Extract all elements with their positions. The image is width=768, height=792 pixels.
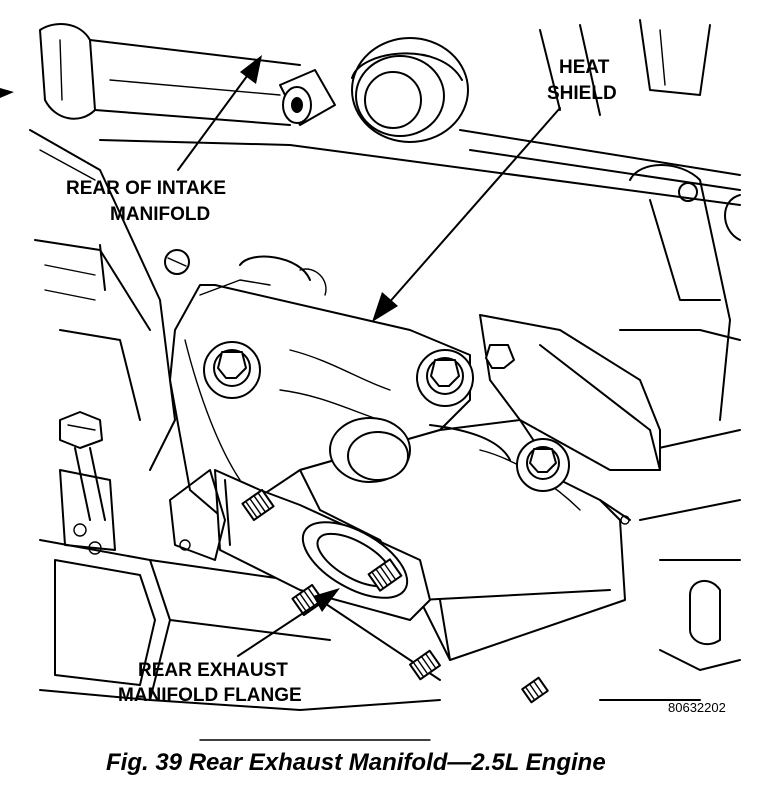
seal-ring bbox=[351, 37, 469, 143]
label-flange-line1: REAR EXHAUST bbox=[138, 660, 288, 681]
arrow-rear-intake bbox=[177, 55, 262, 171]
arrow-flange bbox=[237, 588, 340, 657]
flange-studs bbox=[241, 488, 549, 704]
label-rear-intake-line2: MANIFOLD bbox=[110, 204, 210, 225]
figure-caption: Fig. 39 Rear Exhaust Manifold—2.5L Engin… bbox=[106, 749, 606, 776]
label-flange-line2: MANIFOLD FLANGE bbox=[118, 685, 302, 706]
sleeve-fitting bbox=[279, 69, 336, 126]
bracket-bolt bbox=[59, 411, 106, 521]
intake-bolt bbox=[164, 249, 190, 275]
engine-background bbox=[29, 19, 741, 741]
label-heat-shield-line1: HEAT bbox=[559, 57, 610, 78]
label-heat-shield-line2: SHIELD bbox=[547, 83, 617, 104]
partial-arrow-left bbox=[0, 88, 14, 98]
heat-shield-tab bbox=[479, 314, 661, 471]
label-rear-intake-line1: REAR OF INTAKE bbox=[66, 178, 226, 199]
shield-bolt-left bbox=[203, 341, 261, 399]
tab-bolt bbox=[485, 344, 515, 369]
arrow-heat-shield bbox=[372, 107, 561, 322]
figure-code: 80632202 bbox=[668, 700, 726, 715]
manifold-bolt-center bbox=[516, 438, 570, 492]
shield-bolt-right bbox=[416, 349, 474, 407]
